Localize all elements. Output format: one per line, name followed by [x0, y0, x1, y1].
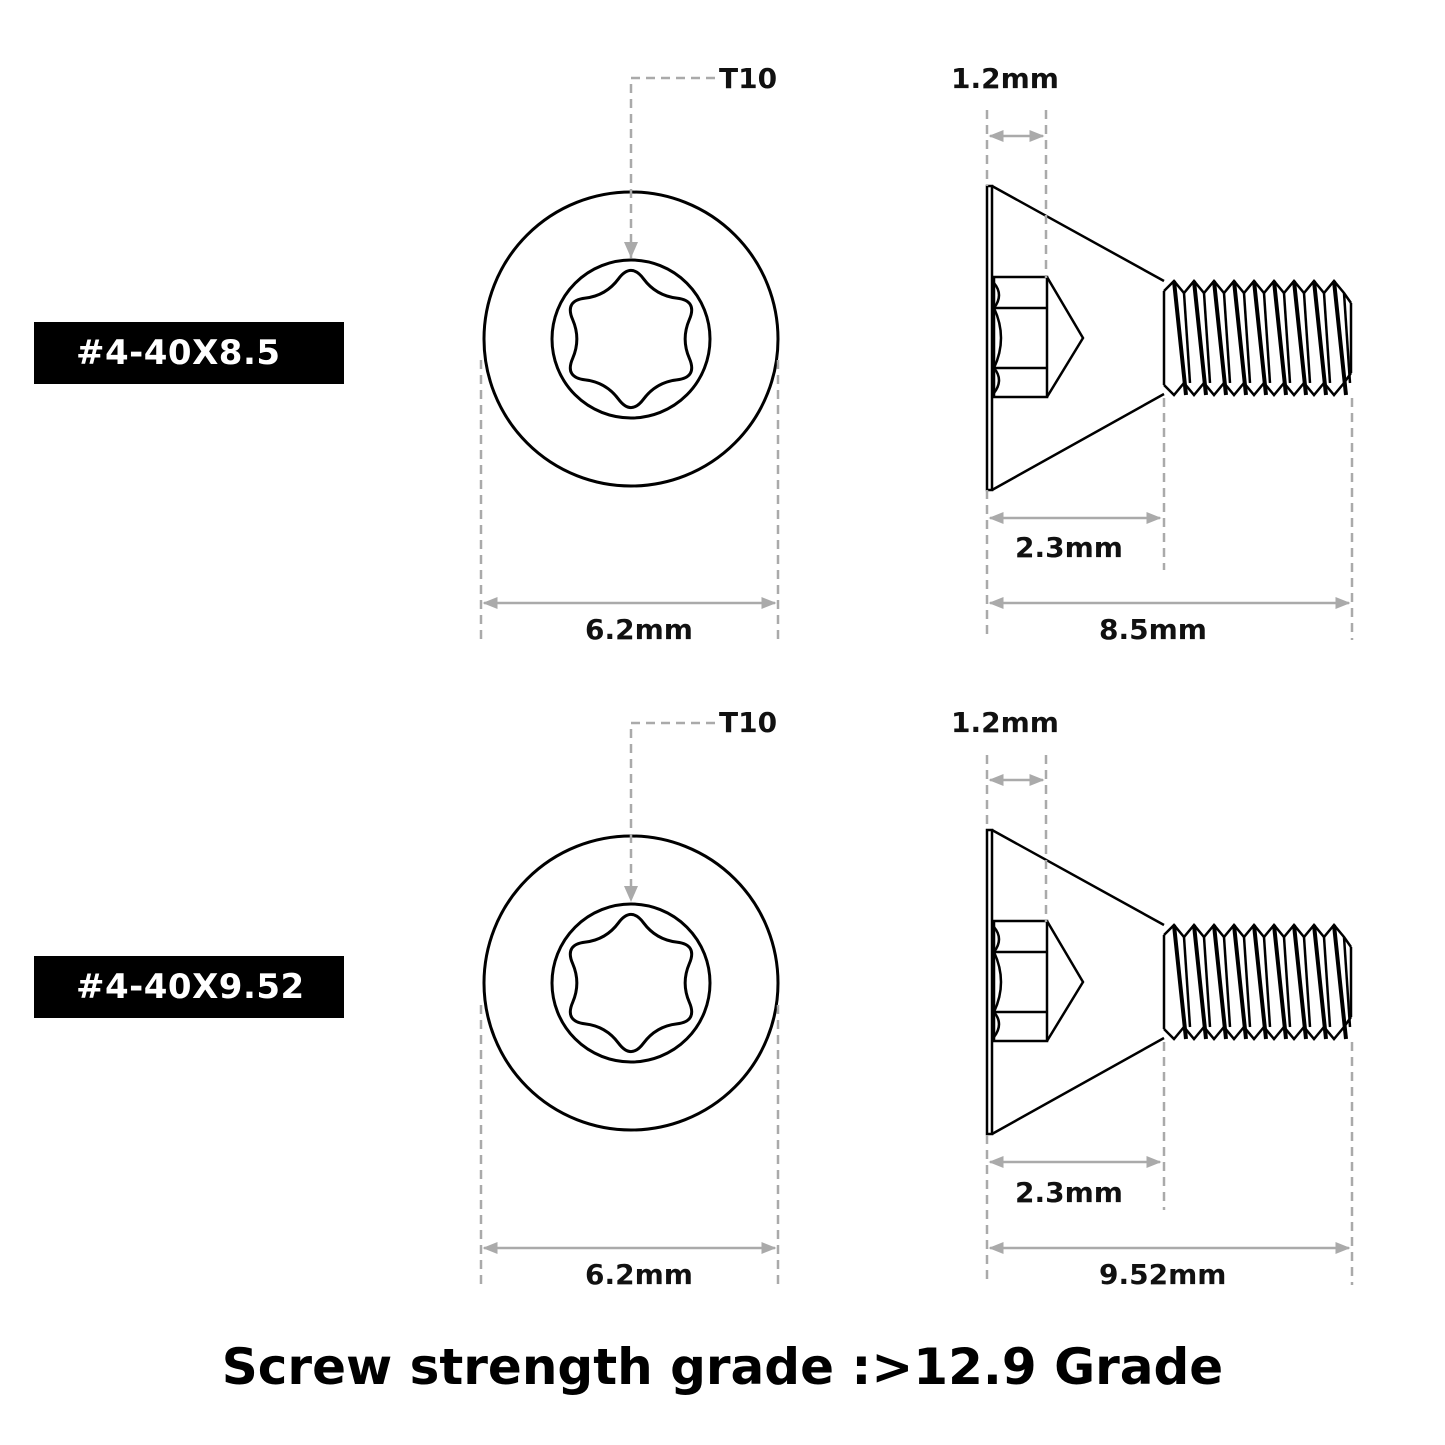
screw-1-length-label: 8.5mm — [1099, 613, 1207, 646]
dimension-lines-2 — [479, 721, 1354, 1285]
screw-1-head-height-label: 1.2mm — [951, 62, 1059, 95]
screw-2-head-height-label: 1.2mm — [951, 706, 1059, 739]
screw-1-size-text: #4-40X8.5 — [76, 333, 281, 373]
dimension-lines-1 — [479, 76, 1354, 640]
screw-2-head-diameter-label: 6.2mm — [585, 1258, 693, 1291]
screw-2-countersink-label: 2.3mm — [1015, 1176, 1123, 1209]
screw-1-head-diameter-label: 6.2mm — [585, 613, 693, 646]
screw-1-side-view — [985, 184, 1353, 492]
screw-2-size-text: #4-40X9.52 — [76, 967, 305, 1007]
screw-2-size-label: #4-40X9.52 — [34, 956, 344, 1018]
screw-1-countersink-label: 2.3mm — [1015, 531, 1123, 564]
screw-2-length-label: 9.52mm — [1099, 1258, 1227, 1291]
screw-2-drive-label: T10 — [719, 706, 778, 739]
screw-2-side-view — [985, 828, 1353, 1136]
screw-1-drive-label: T10 — [719, 62, 778, 95]
strength-grade-title: Screw strength grade :>12.9 Grade — [221, 1338, 1224, 1396]
screw-1-size-label: #4-40X8.5 — [34, 322, 344, 384]
